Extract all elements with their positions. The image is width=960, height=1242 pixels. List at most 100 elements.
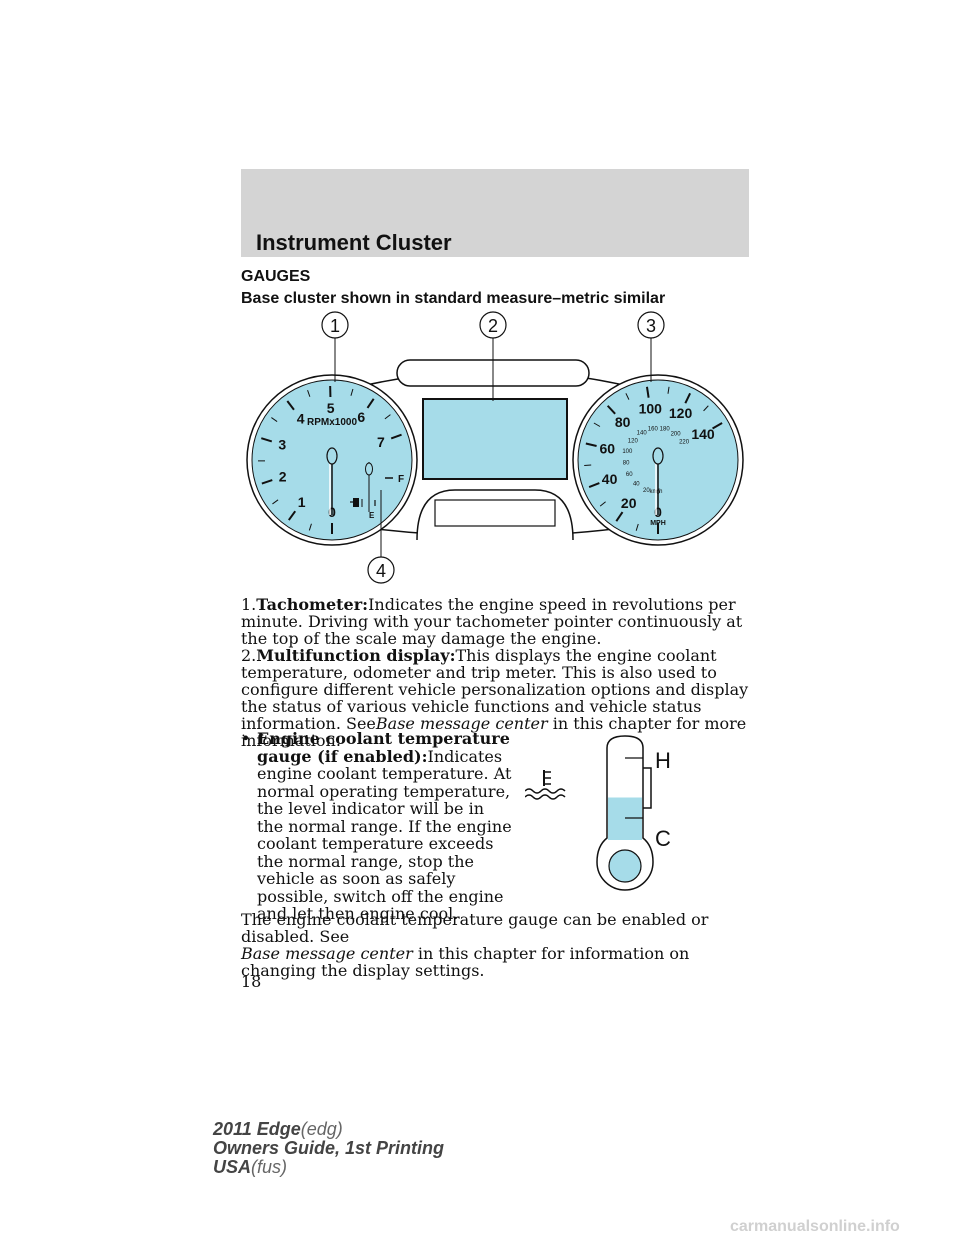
speedometer-kmh-number: 100 [622, 449, 633, 455]
speedometer-kmh-number: 200 [671, 431, 682, 437]
item-title: Multifunction display: [256, 646, 456, 665]
footer-region: USA [213, 1157, 252, 1177]
speedometer-mph-tick [645, 386, 650, 398]
speedometer-mph-number: 80 [615, 414, 631, 430]
coolant-high-label: H [655, 748, 671, 773]
coolant-normal-range-bracket [643, 767, 652, 809]
tachometer-hub [326, 447, 338, 465]
speedometer-mph-tick [684, 392, 692, 404]
tachometer-tick [308, 523, 312, 531]
cluster-lower-slot [434, 499, 556, 527]
bullet-title: Engine coolant temperature gauge (if ena… [257, 729, 510, 766]
tachometer-tick [350, 388, 354, 396]
speedometer-mph-tick [667, 386, 670, 394]
item-text-continued: in this chapter for more information. [241, 714, 747, 750]
speedometer-mph-tick [593, 422, 601, 427]
base-message-center-ref-2: Base message center [241, 944, 413, 963]
tachometer-tick [286, 400, 295, 411]
speedometer-mph-tick [635, 523, 639, 531]
bullet-text: Engine coolant temperature gauge (if ena… [257, 730, 513, 923]
item-tachometer: 1.Tachometer:Indicates the engine speed … [241, 596, 761, 647]
footer-region-code: (fus) [251, 1157, 288, 1177]
tachometer-tick [384, 414, 391, 420]
speedometer-mph-label: MPH [650, 520, 666, 527]
tachometer-number: 1 [298, 494, 306, 510]
tachometer-number: 4 [297, 410, 305, 426]
speedometer-mph-number: 40 [602, 471, 618, 487]
footer-guide: Owners Guide, 1st Printing [213, 1138, 445, 1158]
tachometer-tick [261, 479, 273, 485]
speedometer-mph-tick [585, 442, 597, 447]
coolant-level-fill [608, 797, 642, 840]
item-title: Tachometer: [256, 595, 369, 614]
closing-text-continued: in this chapter for information on chang… [241, 944, 690, 980]
tachometer-tick [287, 510, 297, 521]
speedometer-kmh-number: 120 [628, 438, 639, 444]
speedometer-mph-tick [625, 393, 630, 400]
tachometer-number: 3 [278, 437, 286, 453]
bullet-symbol: • [241, 729, 251, 748]
speedometer-kmh-number: 60 [626, 472, 633, 478]
thermometer-bulb [608, 849, 642, 883]
fuel-hub [365, 462, 373, 476]
tachometer-tick [366, 398, 375, 409]
page-title: Instrument Cluster [256, 230, 452, 255]
watermark: carmanualsonline.info [730, 1218, 900, 1235]
svg-text:1: 1 [330, 316, 340, 336]
speedometer-kmh-number: 20 [643, 488, 650, 494]
tachometer-tick [390, 433, 402, 440]
speedometer-mph-tick [712, 422, 723, 430]
coolant-temperature-icon [525, 770, 566, 800]
item-multifunction-display: 2.Multifunction display:This displays th… [241, 647, 761, 749]
callout-4: 4 [367, 490, 395, 584]
tachometer-tick [272, 499, 279, 505]
speedometer-mph-tick [588, 482, 600, 488]
speedometer-mph-tick [615, 511, 624, 522]
tachometer-number: 2 [279, 468, 287, 484]
fuel-full-label: F [398, 474, 404, 485]
tachometer-number: 6 [357, 409, 365, 425]
speedometer-kmh-number: 180 [660, 427, 671, 433]
section-heading: GAUGES [241, 268, 311, 285]
svg-text:4: 4 [376, 561, 386, 581]
tachometer-rpm-label: RPMx1000 [307, 417, 357, 428]
tachometer-number: 7 [377, 434, 385, 450]
closing-paragraph: The engine coolant temperature gauge can… [241, 911, 761, 979]
bullet-body: Indicates engine coolant temperature. At… [257, 746, 512, 923]
speedometer-mph-number: 60 [600, 440, 616, 456]
header-band [241, 169, 749, 257]
svg-text:2: 2 [488, 316, 498, 336]
fuel-empty-label: E [369, 511, 375, 520]
footer-edition: 2011 Edge(edg) Owners Guide, 1st Printin… [213, 1120, 444, 1177]
speedometer-mph-tick [584, 464, 592, 467]
tachometer-tick [271, 417, 278, 422]
speedometer-mph-number: 100 [639, 400, 663, 416]
fuel-pump-icon [350, 498, 363, 507]
speedometer-mph-tick [599, 501, 606, 507]
tachometer-tick [260, 437, 273, 443]
speedometer-mph-tick [703, 405, 709, 412]
speedometer-mph-number: 140 [691, 426, 715, 442]
speedometer-kmh-number: 40 [633, 482, 640, 488]
speedometer-kmh-number: 140 [637, 430, 648, 436]
instrument-cluster-diagram: 01234567 RPMx1000 F E 020406080100120140… [246, 311, 744, 584]
callout-3: 3 [637, 311, 665, 382]
item-number: 1. [241, 595, 257, 614]
item-text: This displays the engine coolant tempera… [241, 646, 749, 733]
coolant-temperature-gauge-illustration: H C [525, 735, 671, 891]
speedometer-hub [652, 447, 664, 465]
callout-1: 1 [321, 311, 349, 382]
speedometer-mph-tick [606, 405, 616, 415]
speedometer-mph-number: 120 [669, 405, 693, 421]
speedometer-kmh-number: 220 [679, 439, 690, 445]
footer-model: 2011 Edge [213, 1119, 301, 1139]
speedometer-kmh-number: 160 [648, 426, 659, 432]
page-number: 18 [241, 972, 262, 991]
svg-text:3: 3 [646, 316, 656, 336]
closing-text: The engine coolant temperature gauge can… [241, 910, 709, 946]
coolant-cold-label: C [655, 826, 671, 851]
speedometer-mph-number: 20 [621, 495, 637, 511]
tachometer-gauge: 01234567 RPMx1000 F E [246, 374, 418, 546]
item-text: Indicates the engine speed in revolution… [241, 595, 743, 648]
